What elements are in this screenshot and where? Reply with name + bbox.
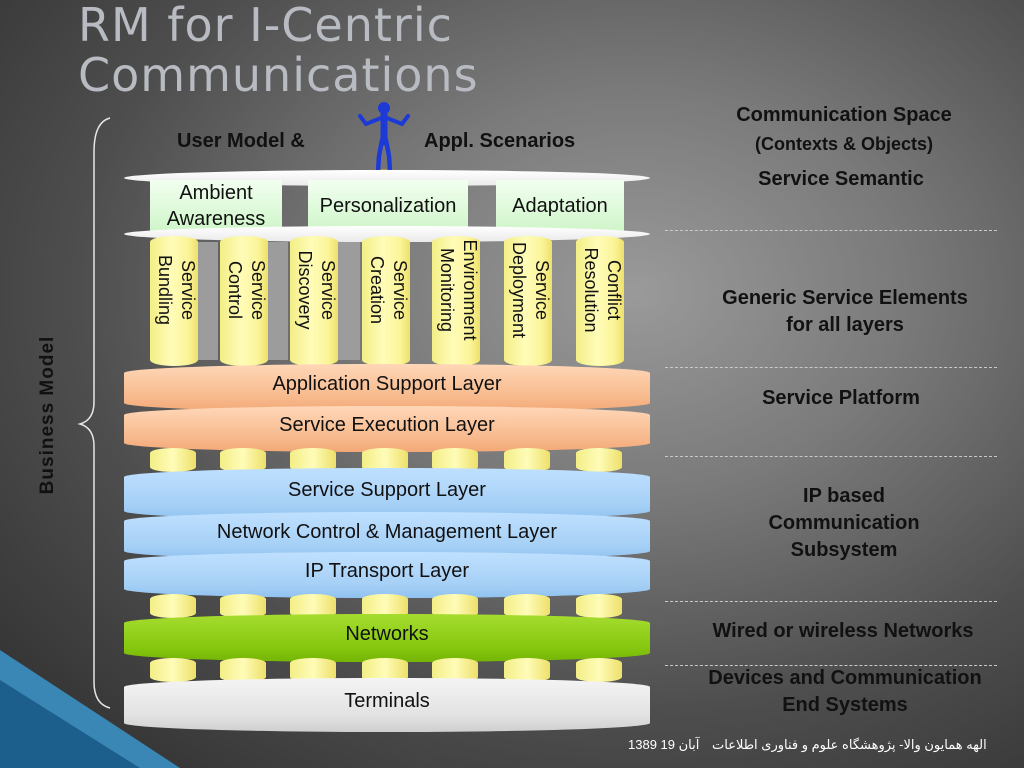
application-support-layer-label: Application Support Layer [272, 372, 502, 395]
column-text-line1: Service [248, 259, 268, 321]
ambient-awareness-line1: Ambient [179, 182, 253, 204]
generic-service-elements-line2: for all layers [786, 314, 904, 336]
personalization-label: Personalization [319, 195, 457, 217]
ambient-awareness-box: Ambient Awareness [150, 180, 282, 232]
service-semantic-label: Service Semantic [758, 168, 924, 190]
column-service-discovery: Service Discovery [290, 236, 338, 366]
user-figure-icon [358, 102, 410, 177]
column-stub [220, 448, 266, 472]
ip-subsystem-line2: Communication [768, 512, 920, 534]
column-environment-monitoring: Environment Monitoring [432, 236, 480, 366]
column-stub [504, 448, 550, 472]
column-gap [198, 242, 218, 360]
network-control-layer-label: Network Control & Management Layer [216, 520, 558, 543]
column-environment-monitoring-text: Environment Monitoring [428, 230, 488, 350]
slide-title: RM for I-Centric Communications [78, 0, 479, 100]
wired-networks-label: Wired or wireless Networks [712, 620, 974, 642]
devices-line2: End Systems [782, 694, 908, 716]
column-gap [268, 242, 288, 360]
column-text-line1: Service [318, 259, 338, 321]
column-stub [220, 658, 266, 682]
column-service-deployment: Service Deployment [504, 236, 552, 366]
slide-title-line2: Communications [78, 48, 479, 102]
column-text-line2: Creation [367, 255, 387, 325]
terminals-layer-label: Terminals [344, 689, 430, 712]
service-support-layer-label: Service Support Layer [288, 478, 486, 501]
column-service-bundling: Service Bundling [150, 236, 198, 366]
footer-date: 1389 آبان 19 [628, 737, 700, 752]
column-stub [220, 594, 266, 618]
corner-decoration-icon [0, 650, 180, 768]
slide-title-line1: RM for I-Centric [78, 0, 453, 52]
communication-space-label: Communication Space [736, 104, 952, 126]
ip-subsystem-label: IP based Communication Subsystem [706, 483, 982, 564]
devices-label: Devices and Communication End Systems [690, 665, 1000, 719]
application-support-layer: Application Support Layer [124, 364, 650, 412]
column-service-deployment-text: Service Deployment [500, 230, 560, 350]
networks-layer-label: Networks [345, 622, 429, 645]
contexts-objects-label: (Contexts & Objects) [754, 134, 934, 154]
adaptation-label: Adaptation [512, 195, 608, 217]
column-stub [576, 658, 622, 682]
service-execution-layer: Service Execution Layer [124, 406, 650, 452]
column-text-line2: Control [225, 260, 245, 320]
service-execution-layer-label: Service Execution Layer [279, 413, 495, 436]
column-service-control-text: Service Control [216, 230, 276, 350]
column-text-line1: Conflict [604, 259, 624, 321]
footer-author: الهه همایون والا- پژوهشگاه علوم و فناوری… [712, 737, 987, 752]
column-stub [576, 448, 622, 472]
column-stub [504, 658, 550, 682]
column-text-line2: Deployment [509, 241, 529, 339]
business-model-brace-icon [77, 117, 111, 709]
column-text-line2: Bundling [155, 254, 175, 326]
column-conflict-resolution-text: Conflict Resolution [572, 230, 632, 350]
ambient-awareness-line2: Awareness [166, 208, 266, 230]
column-text-line1: Service [178, 259, 198, 321]
column-text-line2: Discovery [295, 250, 315, 330]
devices-line1: Devices and Communication [708, 667, 982, 689]
service-support-layer: Service Support Layer [124, 468, 650, 520]
networks-layer: Networks [124, 614, 650, 662]
column-text-line1: Service [390, 259, 410, 321]
column-stub [150, 658, 196, 682]
appl-scenarios-label: Appl. Scenarios [424, 130, 576, 152]
column-text-line2: Resolution [581, 247, 601, 333]
ip-transport-layer: IP Transport Layer [124, 552, 650, 598]
divider-line [665, 230, 997, 231]
column-stub [504, 594, 550, 618]
column-service-discovery-text: Service Discovery [286, 230, 346, 350]
ip-subsystem-line1: IP based [803, 485, 885, 507]
generic-service-elements-line1: Generic Service Elements [722, 287, 968, 309]
column-service-creation-text: Service Creation [358, 230, 418, 350]
divider-line [665, 665, 997, 666]
service-platform-label: Service Platform [762, 387, 920, 409]
column-service-bundling-text: Service Bundling [146, 230, 206, 350]
column-text-line1: Service [532, 259, 552, 321]
column-conflict-resolution: Conflict Resolution [576, 236, 624, 366]
divider-line [665, 601, 997, 602]
column-stub [150, 594, 196, 618]
personalization-box: Personalization [308, 180, 468, 232]
column-stub [150, 448, 196, 472]
generic-service-elements-label: Generic Service Elements for all layers [690, 285, 1000, 339]
column-gap [338, 242, 360, 360]
business-model-label: Business Model [37, 335, 58, 495]
divider-line [665, 367, 997, 368]
ip-transport-layer-label: IP Transport Layer [304, 559, 470, 582]
column-service-control: Service Control [220, 236, 268, 366]
ip-subsystem-line3: Subsystem [790, 539, 898, 561]
column-stub [576, 594, 622, 618]
user-model-label: User Model & [177, 130, 305, 152]
column-service-creation: Service Creation [362, 236, 410, 366]
column-text-line1: Environment [460, 239, 480, 341]
adaptation-box: Adaptation [496, 180, 624, 232]
terminals-layer: Terminals [124, 678, 650, 732]
column-text-line2: Monitoring [437, 247, 457, 333]
divider-line [665, 456, 997, 457]
